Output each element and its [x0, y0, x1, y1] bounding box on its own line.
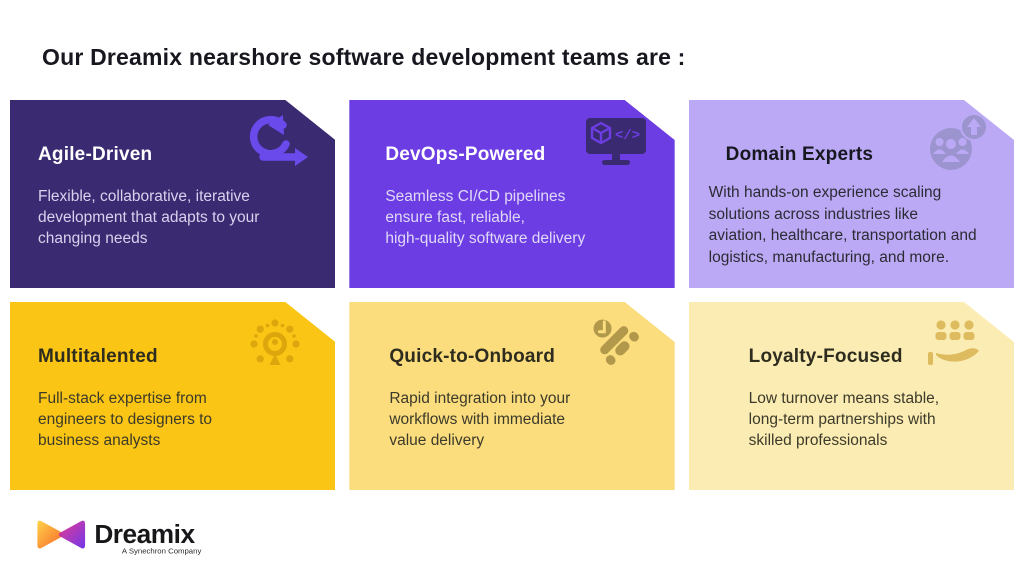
- card-quick-to-onboard: Quick-to-Onboard Rapid integration into …: [349, 302, 674, 490]
- team-growth-icon: [926, 110, 992, 174]
- card-title: Agile-Driven: [38, 144, 153, 165]
- card-body: Flexible, collaborative, iterative devel…: [38, 188, 260, 248]
- devops-monitor-icon: </>: [583, 112, 649, 176]
- dreamix-logo-mark: [37, 520, 86, 549]
- card-agile-driven: Agile-Driven Flexible, collaborative, it…: [10, 100, 335, 288]
- dreamix-wordmark: Dreamix: [94, 519, 195, 549]
- card-title: Quick-to-Onboard: [389, 346, 556, 367]
- card-devops-powered: </> DevOps-Powered Seamless CI/CD pipeli…: [349, 100, 674, 288]
- card-body: Seamless CI/CD pipelines ensure fast, re…: [385, 188, 586, 248]
- card-body: Low turnover means stable, long-term par…: [748, 390, 940, 450]
- card-body: Rapid integration into your workflows wi…: [389, 390, 571, 450]
- svg-text:</>: </>: [615, 128, 640, 144]
- agile-loop-icon: [243, 112, 309, 176]
- card-multitalented: Multitalented Full-stack expertise from …: [10, 302, 335, 490]
- card-body: Full-stack expertise from engineers to d…: [38, 390, 213, 450]
- card-loyalty-focused: Loyalty-Focused Low turnover means stabl…: [689, 302, 1014, 490]
- card-title: Loyalty-Focused: [748, 346, 903, 367]
- card-domain-experts: Domain Experts With hands-on experience …: [689, 100, 1014, 288]
- card-title: Multitalented: [38, 346, 158, 367]
- multitalent-radial-icon: [243, 314, 309, 378]
- cards-grid: Agile-Driven Flexible, collaborative, it…: [10, 100, 1014, 490]
- dreamix-logo: Dreamix A Synechron Company: [34, 512, 214, 562]
- card-title: Domain Experts: [725, 144, 874, 165]
- dreamix-tagline: A Synechron Company: [122, 547, 202, 556]
- card-body: With hands-on experience scaling solutio…: [708, 184, 977, 267]
- onboarding-check-icon: [583, 310, 649, 374]
- hand-people-icon: [922, 314, 988, 378]
- page-title: Our Dreamix nearshore software developme…: [42, 44, 686, 70]
- card-title: DevOps-Powered: [385, 144, 546, 165]
